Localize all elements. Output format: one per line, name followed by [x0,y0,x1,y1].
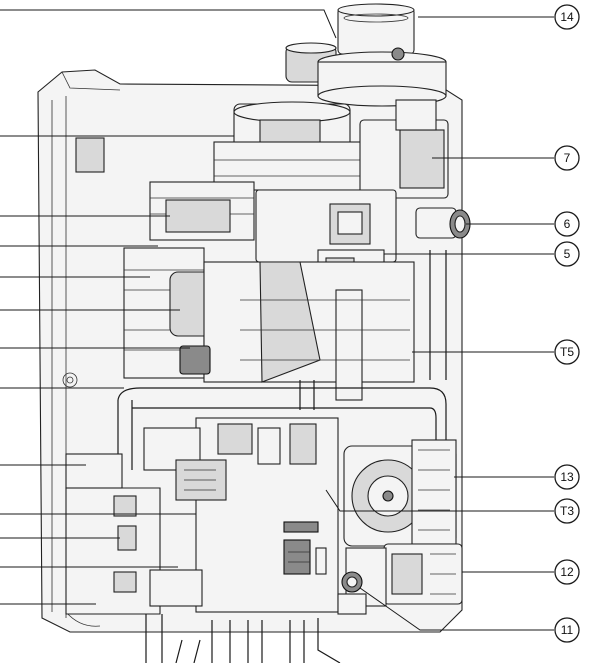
callout-12: 12 [554,559,580,585]
heat-exchanger [123,247,415,401]
callout-13-label: 13 [560,470,574,484]
callout-14-label: 14 [560,10,574,24]
side-connector [415,207,471,239]
left-leaders [0,135,234,605]
flue-outlet [285,3,447,107]
callout-14: 14 [554,4,580,30]
callout-T3-label: T3 [560,504,574,518]
callout-11-label: 11 [561,623,574,637]
right-leaders [0,9,554,631]
callout-5: 5 [554,241,580,267]
burner-block [149,181,397,263]
callout-T3: T3 [554,498,580,524]
callout-T5-label: T5 [560,345,574,359]
diverter-valve [345,543,463,607]
bottom-connections [145,614,341,663]
callout-6-label: 6 [564,217,571,231]
callout-5-label: 5 [564,247,571,261]
callout-11: 11 [554,617,580,643]
pipework [117,250,447,470]
bottom-fitting [337,571,367,615]
control-box [143,417,339,613]
callout-6: 6 [554,211,580,237]
callout-7: 7 [554,145,580,171]
pump [343,439,457,547]
fan-assembly [213,99,449,199]
callout-T5: T5 [554,339,580,365]
callout-12-label: 12 [560,565,574,579]
callout-13: 13 [554,464,580,490]
callout-7-label: 7 [564,151,571,165]
left-bracket [65,453,203,615]
